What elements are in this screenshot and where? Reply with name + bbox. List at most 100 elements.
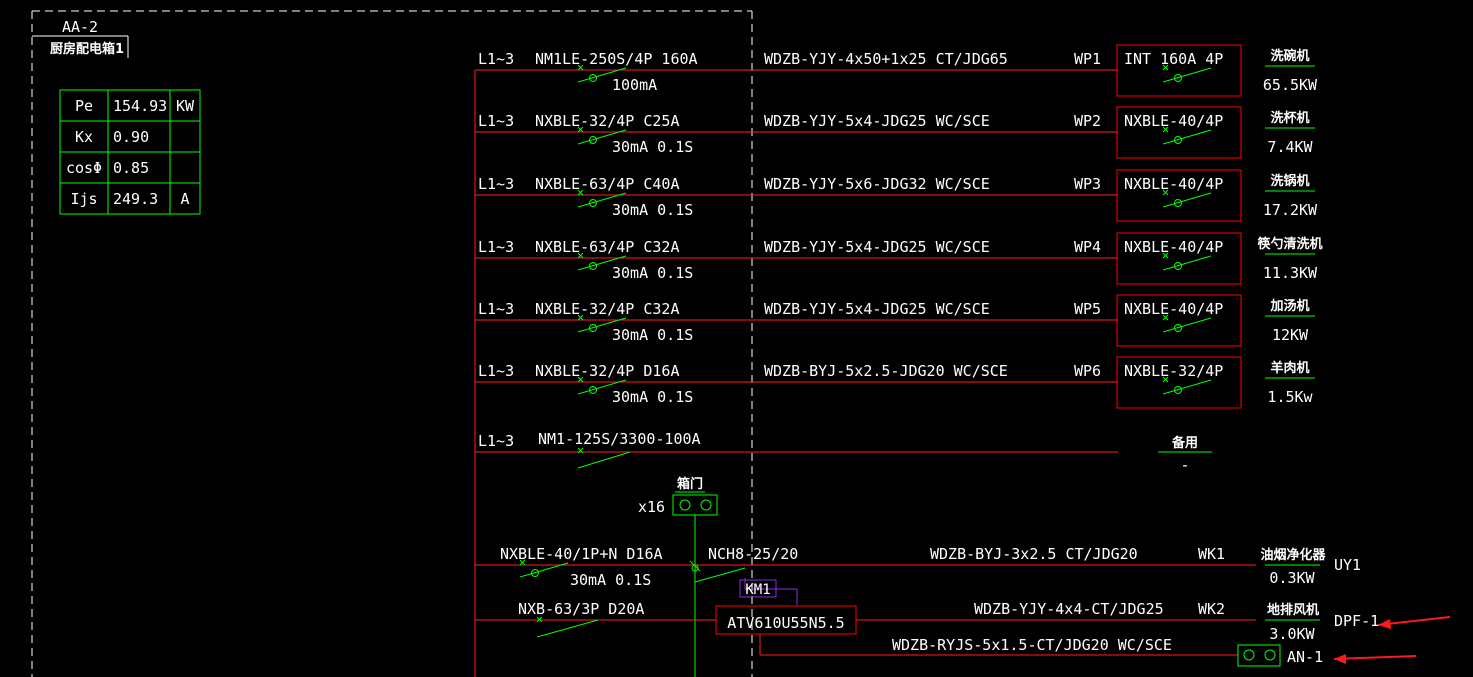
local-isolator-symbol-circle bbox=[1174, 199, 1182, 207]
circuit-breaker-symbol-mark-b bbox=[577, 376, 584, 383]
param-label: Pe bbox=[75, 97, 93, 115]
param-label: cosΦ bbox=[66, 159, 102, 177]
load-power: 7.4KW bbox=[1267, 138, 1313, 156]
circuit-breaker-symbol-circle bbox=[589, 199, 597, 207]
circuit-breaker-symbol-blade bbox=[577, 67, 627, 83]
local-isolator-symbol-circle bbox=[1174, 74, 1182, 82]
spare-phase: L1~3 bbox=[478, 432, 514, 450]
door-terminal-dot bbox=[700, 499, 712, 511]
circuit-breaker: NXBLE-32/4P D16A bbox=[535, 362, 680, 380]
param-value: 0.90 bbox=[113, 128, 149, 146]
circuit-breaker-symbol-circle bbox=[589, 386, 597, 394]
local-isolator-symbol-circle bbox=[1174, 136, 1182, 144]
local-isolator-box bbox=[1116, 232, 1242, 285]
contactor-label: NCH8-25/20 bbox=[708, 545, 798, 563]
local-isolator-symbol-mark-b bbox=[1162, 376, 1169, 383]
arrow-dpf-head bbox=[1378, 619, 1391, 629]
local-isolator-symbol-mark-b bbox=[1162, 189, 1169, 196]
load-name: 洗锅机 bbox=[1270, 173, 1309, 189]
circuit-cable: WDZB-YJY-5x6-JDG32 WC/SCE bbox=[764, 175, 990, 193]
circuit-breaker-symbol-circle bbox=[589, 324, 597, 332]
local-isolator-box bbox=[1116, 106, 1242, 159]
local-isolator-symbol-blade bbox=[1162, 255, 1212, 271]
local-isolator-symbol-blade bbox=[1162, 379, 1212, 395]
wk2-circuit: WK2 bbox=[1198, 600, 1225, 618]
load-power: 12KW bbox=[1272, 326, 1309, 344]
local-isolator-symbol-circle bbox=[1174, 324, 1182, 332]
circuit-id: WP5 bbox=[1074, 300, 1101, 318]
km-label: KM1 bbox=[745, 582, 770, 598]
wk1-rating: 30mA 0.1S bbox=[570, 571, 651, 589]
arrow-an bbox=[1333, 655, 1417, 660]
panel-subtitle: 厨房配电箱1 bbox=[50, 41, 124, 57]
wk1-cable: WDZB-BYJ-3x2.5 CT/JDG20 bbox=[930, 545, 1138, 563]
wk1-load: 油烟净化器 bbox=[1260, 547, 1326, 563]
circuit-cable: WDZB-YJY-4x50+1x25 CT/JDG65 bbox=[764, 50, 1008, 68]
param-label: Ijs bbox=[70, 190, 97, 208]
arrow-an-head bbox=[1334, 654, 1346, 664]
wk1-breaker-symbol-blade bbox=[519, 562, 569, 578]
circuit-cable: WDZB-YJY-5x4-JDG25 WC/SCE bbox=[764, 300, 990, 318]
circuit-id: WP1 bbox=[1074, 50, 1101, 68]
ctrl-cable: WDZB-RYJS-5x1.5-CT/JDG20 WC/SCE bbox=[892, 636, 1172, 654]
load-name: 洗碗机 bbox=[1270, 48, 1309, 64]
local-isolator-label: NXBLE-40/4P bbox=[1124, 300, 1223, 318]
wk2-tag: DPF-1 bbox=[1334, 612, 1379, 630]
circuit-breaker-symbol-blade bbox=[577, 317, 627, 333]
circuit-rating: 30mA 0.1S bbox=[612, 201, 693, 219]
contactor-node bbox=[691, 564, 699, 572]
circuit-cable: WDZB-YJY-5x4-JDG25 WC/SCE bbox=[764, 112, 990, 130]
param-label: Kx bbox=[75, 128, 93, 146]
circuit-breaker-symbol-blade bbox=[577, 129, 627, 145]
local-isolator-label: NXBLE-40/4P bbox=[1124, 112, 1223, 130]
atv-box bbox=[715, 605, 857, 635]
wk1-breaker: NXBLE-40/1P+N D16A bbox=[500, 545, 663, 563]
door-label: 箱门 bbox=[677, 476, 703, 492]
load-power: 65.5KW bbox=[1263, 76, 1318, 94]
circuit-breaker: NM1LE-250S/4P 160A bbox=[535, 50, 698, 68]
local-isolator-symbol-circle bbox=[1174, 386, 1182, 394]
circuit-breaker-symbol-mark-b bbox=[577, 314, 584, 321]
wk1-breaker-symbol-mark-b bbox=[519, 559, 526, 566]
circuit-breaker-symbol-circle bbox=[589, 262, 597, 270]
circuit-breaker: NXBLE-63/4P C40A bbox=[535, 175, 680, 193]
door-count: x16 bbox=[638, 498, 665, 516]
circuit-breaker: NXBLE-32/4P C25A bbox=[535, 112, 680, 130]
circuit-phase: L1~3 bbox=[478, 112, 514, 130]
circuit-phase: L1~3 bbox=[478, 50, 514, 68]
param-value: 154.93 bbox=[113, 97, 167, 115]
wk1-circuit: WK1 bbox=[1198, 545, 1225, 563]
an-terminal bbox=[1237, 644, 1281, 667]
circuit-breaker-symbol-mark-b bbox=[577, 64, 584, 71]
an-tag: AN-1 bbox=[1287, 648, 1323, 666]
circuit-breaker-symbol-mark-b bbox=[577, 126, 584, 133]
local-isolator-symbol-mark-b bbox=[1162, 64, 1169, 71]
circuit-breaker-symbol-blade bbox=[577, 379, 627, 395]
local-isolator-symbol-mark-b bbox=[1162, 252, 1169, 259]
circuit-breaker-symbol-circle bbox=[589, 136, 597, 144]
param-value: 249.3 bbox=[113, 190, 158, 208]
spare-breaker: NM1-125S/3300-100A bbox=[538, 430, 701, 448]
circuit-breaker: NXBLE-32/4P C32A bbox=[535, 300, 680, 318]
load-power: 1.5Kw bbox=[1267, 388, 1313, 406]
circuit-phase: L1~3 bbox=[478, 300, 514, 318]
circuit-breaker-symbol-mark-b bbox=[577, 252, 584, 259]
wk2-cable: WDZB-YJY-4x4-CT/JDG25 bbox=[974, 600, 1164, 618]
local-isolator-label: INT 160A 4P bbox=[1124, 50, 1223, 68]
circuit-rating: 30mA 0.1S bbox=[612, 388, 693, 406]
wk2-load: 地排风机 bbox=[1267, 602, 1319, 618]
spare-power: - bbox=[1180, 456, 1189, 474]
local-isolator-label: NXBLE-32/4P bbox=[1124, 362, 1223, 380]
circuit-phase: L1~3 bbox=[478, 362, 514, 380]
contactor-mark bbox=[689, 560, 701, 572]
local-isolator-symbol-mark-b bbox=[1162, 314, 1169, 321]
circuit-rating: 30mA 0.1S bbox=[612, 326, 693, 344]
circuit-cable: WDZB-BYJ-5x2.5-JDG20 WC/SCE bbox=[764, 362, 1008, 380]
wk1-breaker-symbol-circle bbox=[531, 569, 539, 577]
circuit-breaker-symbol-circle bbox=[589, 74, 597, 82]
wk2-breaker: NXB-63/3P D20A bbox=[518, 600, 644, 618]
circuit-rating: 30mA 0.1S bbox=[612, 264, 693, 282]
spare-blade bbox=[577, 451, 631, 469]
load-power: 11.3KW bbox=[1263, 264, 1318, 282]
